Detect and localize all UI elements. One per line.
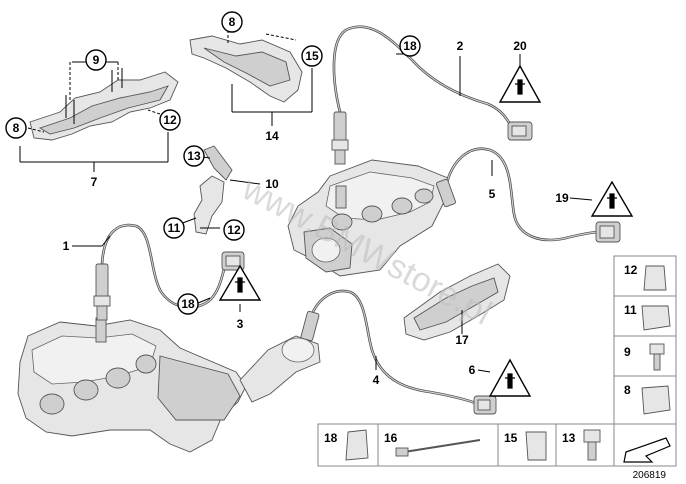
side-label-9: 9 (624, 345, 631, 359)
callout-1: 1 (63, 239, 70, 253)
heat-shield-7 (29, 68, 179, 141)
catalytic-converter-front (17, 317, 321, 453)
oxygen-sensor-2 (331, 25, 533, 165)
callout-9: 9 (85, 49, 107, 71)
warning-triangle-6 (488, 358, 532, 397)
bottom-label-16: 16 (384, 431, 398, 445)
side-label-11: 11 (624, 303, 637, 317)
callout-11: 11 (163, 217, 185, 239)
callout-12-top: 12 (159, 109, 181, 131)
warning-triangle-3 (218, 264, 262, 301)
callout-5: 5 (489, 187, 496, 201)
side-label-12: 12 (624, 263, 638, 277)
callout-18-mid-text: 18 (181, 297, 195, 311)
callout-8-top: 8 (221, 11, 243, 33)
callout-7: 7 (91, 175, 98, 189)
callout-9-text: 9 (93, 53, 100, 67)
callout-12-top-text: 12 (163, 113, 177, 127)
callout-15: 15 (301, 45, 323, 67)
direction-arrow-icon (623, 437, 671, 463)
callout-13-text: 13 (187, 149, 201, 163)
callout-13: 13 (183, 145, 205, 167)
callout-14: 14 (265, 129, 279, 143)
warning-triangle-19 (590, 180, 634, 217)
callout-2: 2 (457, 39, 464, 53)
callout-6: 6 (469, 363, 476, 377)
callout-18-mid: 18 (177, 293, 199, 315)
heat-shield-17 (403, 263, 511, 341)
callout-4: 4 (373, 373, 380, 387)
callout-17: 17 (455, 333, 469, 347)
oxygen-sensor-4 (300, 289, 497, 415)
bottom-label-13: 13 (562, 431, 576, 445)
callout-12-mid-text: 12 (227, 223, 241, 237)
callout-8-left-text: 8 (13, 121, 20, 135)
oxygen-sensor-1 (93, 223, 245, 321)
callout-11-text: 11 (168, 221, 181, 235)
callout-12-mid: 12 (223, 219, 245, 241)
reference-number: 206819 (633, 470, 667, 481)
bottom-panel: 18 16 15 13 (317, 423, 677, 467)
warning-triangle-20 (498, 64, 542, 103)
callout-15-text: 15 (305, 49, 319, 63)
callout-8-top-text: 8 (229, 15, 236, 29)
callout-19: 19 (555, 191, 569, 205)
callout-18-top-text: 18 (403, 39, 417, 53)
callout-10: 10 (265, 177, 279, 191)
callout-18-top: 18 (399, 35, 421, 57)
callout-20: 20 (513, 39, 527, 53)
oxygen-sensor-5 (436, 147, 621, 243)
callout-8-left: 8 (5, 117, 27, 139)
bottom-label-15: 15 (504, 431, 518, 445)
side-panel: 12 11 9 8 (613, 255, 677, 425)
catalytic-converter-rear (287, 159, 449, 277)
callout-3: 3 (237, 317, 244, 331)
bracket-10 (193, 145, 233, 235)
side-label-8: 8 (624, 383, 631, 397)
heat-shield-14 (189, 35, 303, 103)
bottom-label-18: 18 (324, 431, 338, 445)
